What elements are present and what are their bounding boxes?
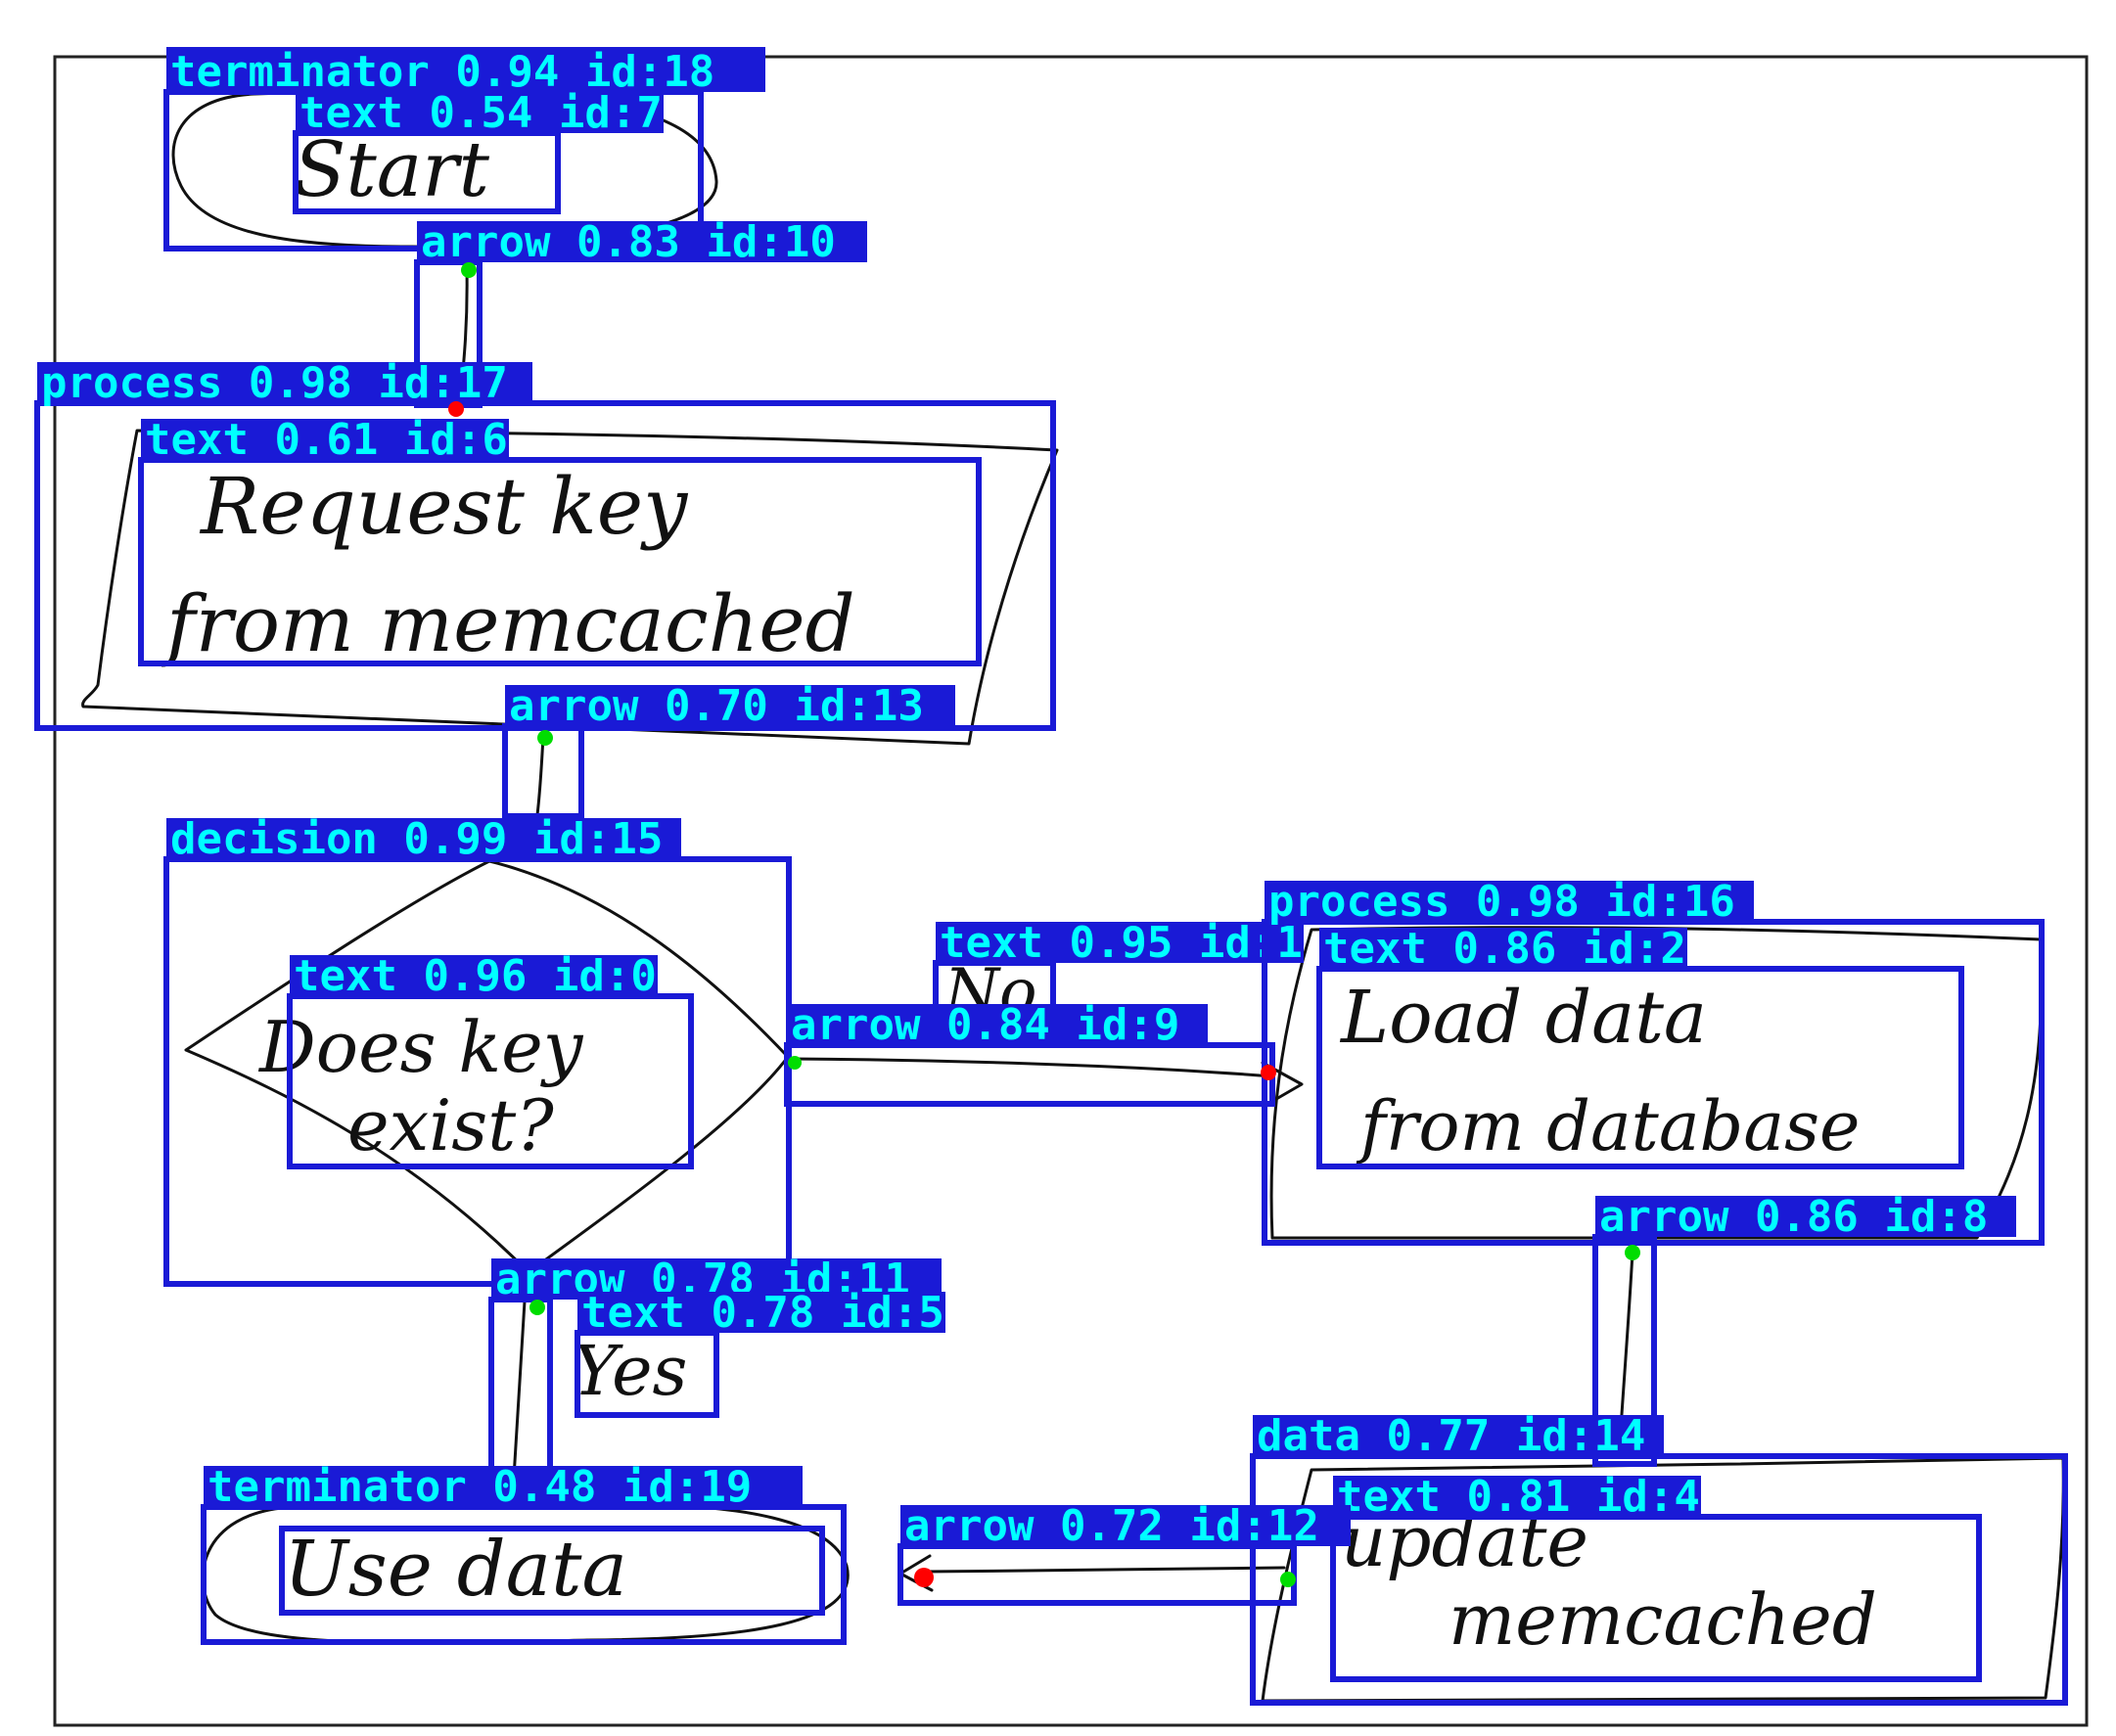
detection-box — [784, 1042, 1275, 1107]
detection-label: process 0.98 id:16 — [1268, 877, 1735, 927]
detection-label-bg — [787, 1004, 1208, 1045]
detection-label-bg — [141, 419, 509, 460]
detection-label: arrow 0.70 id:13 — [509, 681, 924, 731]
detection-label-bg — [1253, 1415, 1664, 1456]
detection-label: terminator 0.48 id:19 — [207, 1462, 752, 1512]
arrow-head-point — [448, 401, 464, 417]
arrow-head-point — [1261, 1065, 1276, 1080]
arrow-request-to-decision — [534, 734, 545, 824]
hand-drawn-shapes — [81, 90, 2065, 1703]
detection-label-bg — [290, 955, 658, 996]
detection-label-bg — [37, 362, 532, 403]
page-frame — [53, 55, 2089, 1727]
detection-label-bg — [166, 47, 765, 92]
handwritten-texts: Start Request key from memcached Does ke… — [161, 126, 1877, 1661]
arrow-tail-point — [537, 730, 553, 746]
detection-label: data 0.77 id:14 — [1257, 1411, 1645, 1461]
detection-label: arrow 0.72 id:12 — [904, 1501, 1319, 1551]
detection-label-bg — [204, 1466, 803, 1507]
detection-label-bg — [900, 1505, 1351, 1546]
detection-box — [897, 1543, 1297, 1606]
detection-box — [279, 1526, 825, 1616]
detection-label-bg — [1595, 1196, 2016, 1237]
detection-label: text 0.96 id:0 — [294, 951, 657, 1001]
arrow-tail-point — [461, 262, 477, 278]
detection-box — [138, 457, 982, 666]
detection-label-bg — [505, 685, 955, 726]
detection-label: text 0.78 id:5 — [581, 1288, 944, 1338]
decision-label-line2: exist? — [347, 1084, 554, 1166]
arrow-update-to-use — [898, 1554, 1286, 1592]
arrow-tail-point — [1280, 1572, 1296, 1587]
request-label-line1: Request key — [199, 461, 689, 552]
detection-label: decision 0.99 id:15 — [170, 814, 663, 864]
start-label: Start — [294, 126, 490, 214]
detection-label: arrow 0.84 id:9 — [791, 1000, 1179, 1050]
arrow-tail-point — [788, 1056, 802, 1070]
arrow-keypoints — [448, 262, 1640, 1587]
detection-label: text 0.86 id:2 — [1323, 924, 1686, 974]
arrow-tail-point — [1625, 1245, 1640, 1260]
detection-label: arrow 0.83 id:10 — [421, 217, 836, 267]
detection-label-bg — [296, 92, 664, 133]
request-label-line2: from memcached — [161, 578, 855, 669]
arrow-decision-to-load — [789, 1057, 1304, 1108]
detection-label-bg — [417, 221, 867, 262]
arrow-decision-to-use — [512, 1300, 527, 1480]
arrow-load-to-update — [1619, 1251, 1634, 1431]
detection-label: process 0.98 id:17 — [41, 358, 508, 408]
arrow-head-point — [914, 1568, 934, 1587]
detection-label: text 0.54 id:7 — [299, 88, 663, 138]
load-label-line1: Load data — [1339, 976, 1707, 1060]
detection-label: arrow 0.86 id:8 — [1599, 1192, 1988, 1242]
detection-label-bg — [1265, 881, 1754, 922]
use-label: Use data — [284, 1526, 627, 1614]
detection-label-bg — [936, 922, 1304, 963]
load-label-line2: from database — [1356, 1086, 1860, 1166]
detection-overlay: terminator 0.94 id:18 text 0.54 id:7 arr… — [34, 47, 2068, 1706]
detection-label: text 0.61 id:6 — [145, 415, 508, 465]
detection-label: terminator 0.94 id:18 — [170, 47, 714, 97]
detection-label: text 0.81 id:4 — [1337, 1472, 1700, 1522]
yes-label: Yes — [573, 1331, 687, 1411]
detection-label: text 0.95 id:1 — [940, 918, 1303, 968]
decision-label-line1: Does key — [257, 1006, 584, 1088]
detection-label-bg — [577, 1292, 945, 1333]
request-process-shape — [81, 429, 1059, 746]
detection-label-bg — [166, 818, 681, 859]
detection-label-bg — [1333, 1476, 1701, 1517]
detection-label-bg — [1319, 928, 1687, 969]
update-label-line2: memcached — [1449, 1578, 1877, 1661]
arrow-tail-point — [529, 1300, 545, 1315]
